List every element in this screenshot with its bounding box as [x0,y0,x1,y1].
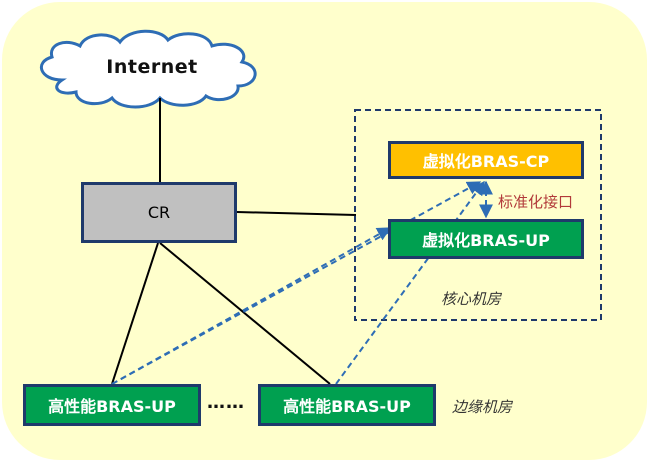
ellipsis-label: …… [207,392,245,413]
link-cr-core [236,211,357,216]
edge-room-label: 边缘机房 [452,398,513,416]
vbras-cp-node: 虚拟化BRAS-CP [388,141,584,179]
control-edge2-cp [335,180,485,385]
standard-interface-label: 标准化接口 [498,193,574,211]
link-cr-edge2 [159,242,331,385]
core-room-label: 核心机房 [441,290,502,308]
edge-up-node-1: 高性能BRAS-UP [23,384,201,426]
link-cr-edge1 [111,242,159,385]
vbras-up-node: 虚拟化BRAS-UP [388,219,584,259]
control-edge1-core-up [111,227,392,385]
core-room-boundary [354,109,602,321]
internet-cloud-icon [39,29,257,109]
internet-label: Internet [106,56,198,78]
edge-up-node-2: 高性能BRAS-UP [258,384,436,426]
cr-router: CR [81,182,237,243]
